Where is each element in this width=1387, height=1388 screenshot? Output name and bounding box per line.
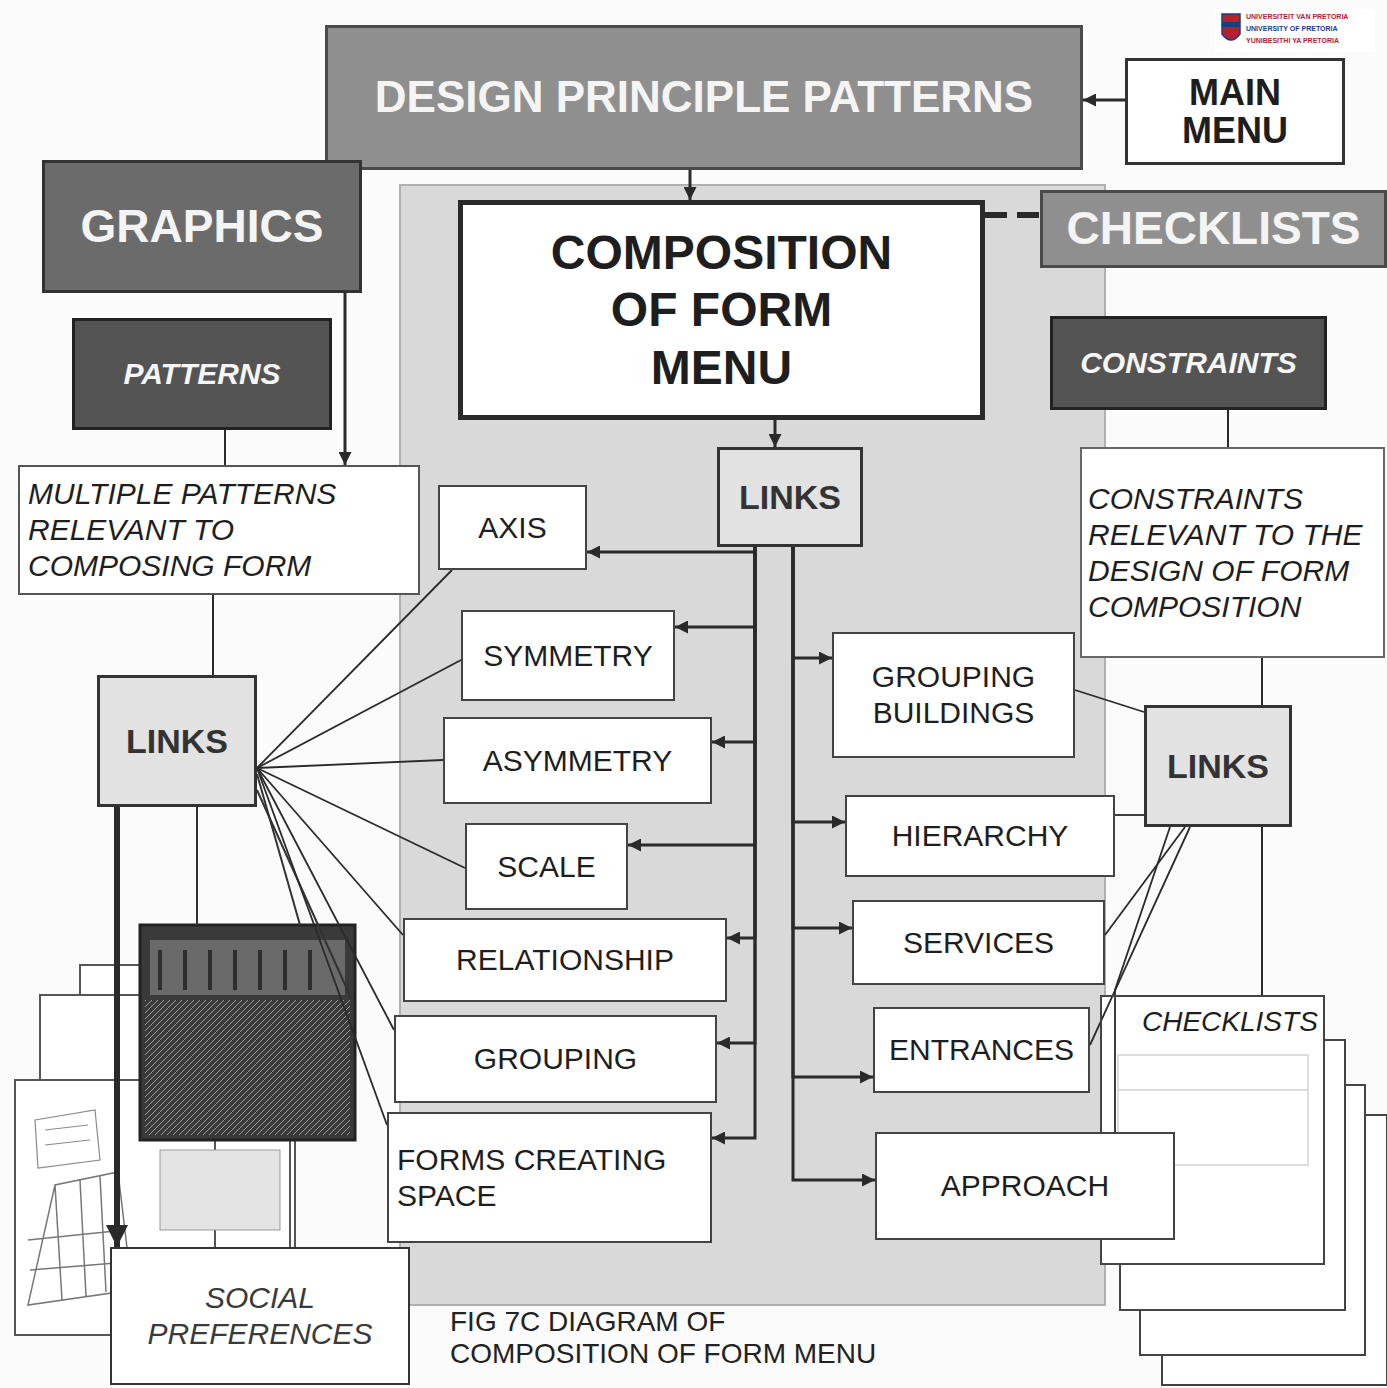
- connector: [257, 570, 452, 768]
- node-text: SCALE: [497, 849, 595, 885]
- topic-box: AXIS: [438, 485, 587, 570]
- node-text: MAIN MENU: [1165, 74, 1305, 150]
- links-box: LINKS: [1144, 705, 1292, 827]
- topic-box: FORMS CREATING SPACE: [387, 1112, 712, 1243]
- connector: [344, 293, 347, 465]
- connector: [1083, 99, 1125, 102]
- note-box: MULTIPLE PATTERNS RELEVANT TO COMPOSING …: [18, 465, 420, 595]
- connector: [793, 547, 832, 658]
- topic-box: SERVICES: [852, 900, 1105, 985]
- figure-caption: FIG 7C DIAGRAM OF COMPOSITION OF FORM ME…: [450, 1306, 900, 1370]
- node-text: COMPOSITION OF FORM MENU: [539, 224, 904, 397]
- logo-text: YUNIBESITHI YA PRETORIA: [1246, 37, 1339, 45]
- connector: [257, 660, 461, 768]
- node-text: SYMMETRY: [483, 638, 652, 674]
- node-text: HIERARCHY: [892, 818, 1069, 854]
- connector: [1261, 827, 1263, 995]
- dashed-link: [985, 212, 1040, 218]
- category-box: PATTERNS: [72, 318, 332, 430]
- section-band: GRAPHICS: [42, 160, 362, 293]
- node-text: DESIGN PRINCIPLE PATTERNS: [375, 71, 1033, 124]
- logo-ground: [1215, 9, 1375, 52]
- node-text: SOCIAL PREFERENCES: [120, 1280, 400, 1352]
- connector: [257, 768, 403, 935]
- node-text: LINKS: [739, 477, 841, 518]
- node-text: PATTERNS: [123, 356, 280, 392]
- section-band: CHECKLISTS: [1040, 190, 1387, 268]
- title-band: DESIGN PRINCIPLE PATTERNS: [325, 25, 1083, 170]
- node-text: ENTRANCES: [889, 1032, 1074, 1068]
- connector: [1075, 690, 1144, 712]
- connector: [257, 768, 387, 1125]
- connector: [212, 595, 214, 675]
- photo: [140, 925, 355, 1140]
- building-sketch: [35, 1110, 100, 1168]
- logo-text: UNIVERSITEIT VAN PRETORIA: [1246, 13, 1348, 21]
- node-text: FORMS CREATING SPACE: [397, 1142, 702, 1214]
- connector: [712, 547, 755, 1138]
- connector: [1105, 827, 1185, 935]
- node-text: SERVICES: [903, 925, 1054, 961]
- topic-box: ASYMMETRY: [443, 717, 712, 804]
- note-box: CONSTRAINTS RELEVANT TO THE DESIGN OF FO…: [1080, 447, 1385, 658]
- topic-box: SYMMETRY: [461, 610, 675, 701]
- note-box: SOCIAL PREFERENCES: [110, 1247, 410, 1385]
- connector: [1227, 410, 1229, 447]
- node-text: GROUPING: [474, 1041, 637, 1077]
- logo-text: UNIVERSITY OF PRETORIA: [1246, 25, 1338, 33]
- topic-box: HIERARCHY: [845, 795, 1115, 877]
- connector: [774, 420, 777, 447]
- connector: [1115, 827, 1170, 1132]
- logo-crest: [1222, 14, 1240, 40]
- logo-band: [1222, 22, 1240, 27]
- leader-line: [257, 774, 300, 925]
- node-text: CHECKLISTS: [1142, 1005, 1318, 1039]
- topic-box: APPROACH: [875, 1132, 1175, 1240]
- sketch-block: [160, 1150, 280, 1230]
- connector: [689, 170, 692, 200]
- category-box: CONSTRAINTS: [1050, 316, 1327, 410]
- node-text: LINKS: [126, 721, 228, 762]
- topic-box: ENTRANCES: [873, 1007, 1090, 1093]
- node-text: APPROACH: [941, 1168, 1109, 1204]
- photo-facade: [150, 940, 345, 995]
- node-text: CONSTRAINTS RELEVANT TO THE DESIGN OF FO…: [1088, 481, 1377, 625]
- connector: [1115, 814, 1144, 816]
- connector: [257, 768, 394, 1030]
- leader-line: [196, 807, 198, 925]
- photo-detail: [145, 1000, 350, 1135]
- topic-box: SCALE: [465, 823, 628, 910]
- form-rule: [1118, 1089, 1308, 1091]
- connector: [257, 760, 443, 768]
- connector: [224, 430, 226, 465]
- node-text: CHECKLISTS: [1067, 201, 1361, 256]
- menu-box: COMPOSITION OF FORM MENU: [458, 200, 985, 420]
- node-text: AXIS: [478, 510, 546, 546]
- node-text: GRAPHICS: [81, 199, 324, 254]
- connector: [712, 547, 755, 742]
- node-text: MULTIPLE PATTERNS RELEVANT TO COMPOSING …: [28, 476, 410, 584]
- topic-box: RELATIONSHIP: [403, 918, 727, 1002]
- links-box: LINKS: [97, 675, 257, 807]
- connector: [727, 547, 755, 938]
- links-box: LINKS: [717, 447, 863, 547]
- node-text: LINKS: [1167, 746, 1269, 787]
- connector: [675, 547, 755, 627]
- topic-box: GROUPING: [394, 1015, 717, 1103]
- topic-box: GROUPING BUILDINGS: [832, 632, 1075, 758]
- node-text: ASYMMETRY: [483, 743, 672, 779]
- connector: [1261, 658, 1263, 705]
- photo-detail: [160, 950, 310, 990]
- node-text: CONSTRAINTS: [1080, 345, 1297, 381]
- node-text: GROUPING BUILDINGS: [842, 659, 1065, 731]
- node-text: RELATIONSHIP: [456, 942, 674, 978]
- connector: [587, 547, 755, 552]
- menu-box: MAIN MENU: [1125, 58, 1345, 165]
- connector: [114, 807, 120, 1247]
